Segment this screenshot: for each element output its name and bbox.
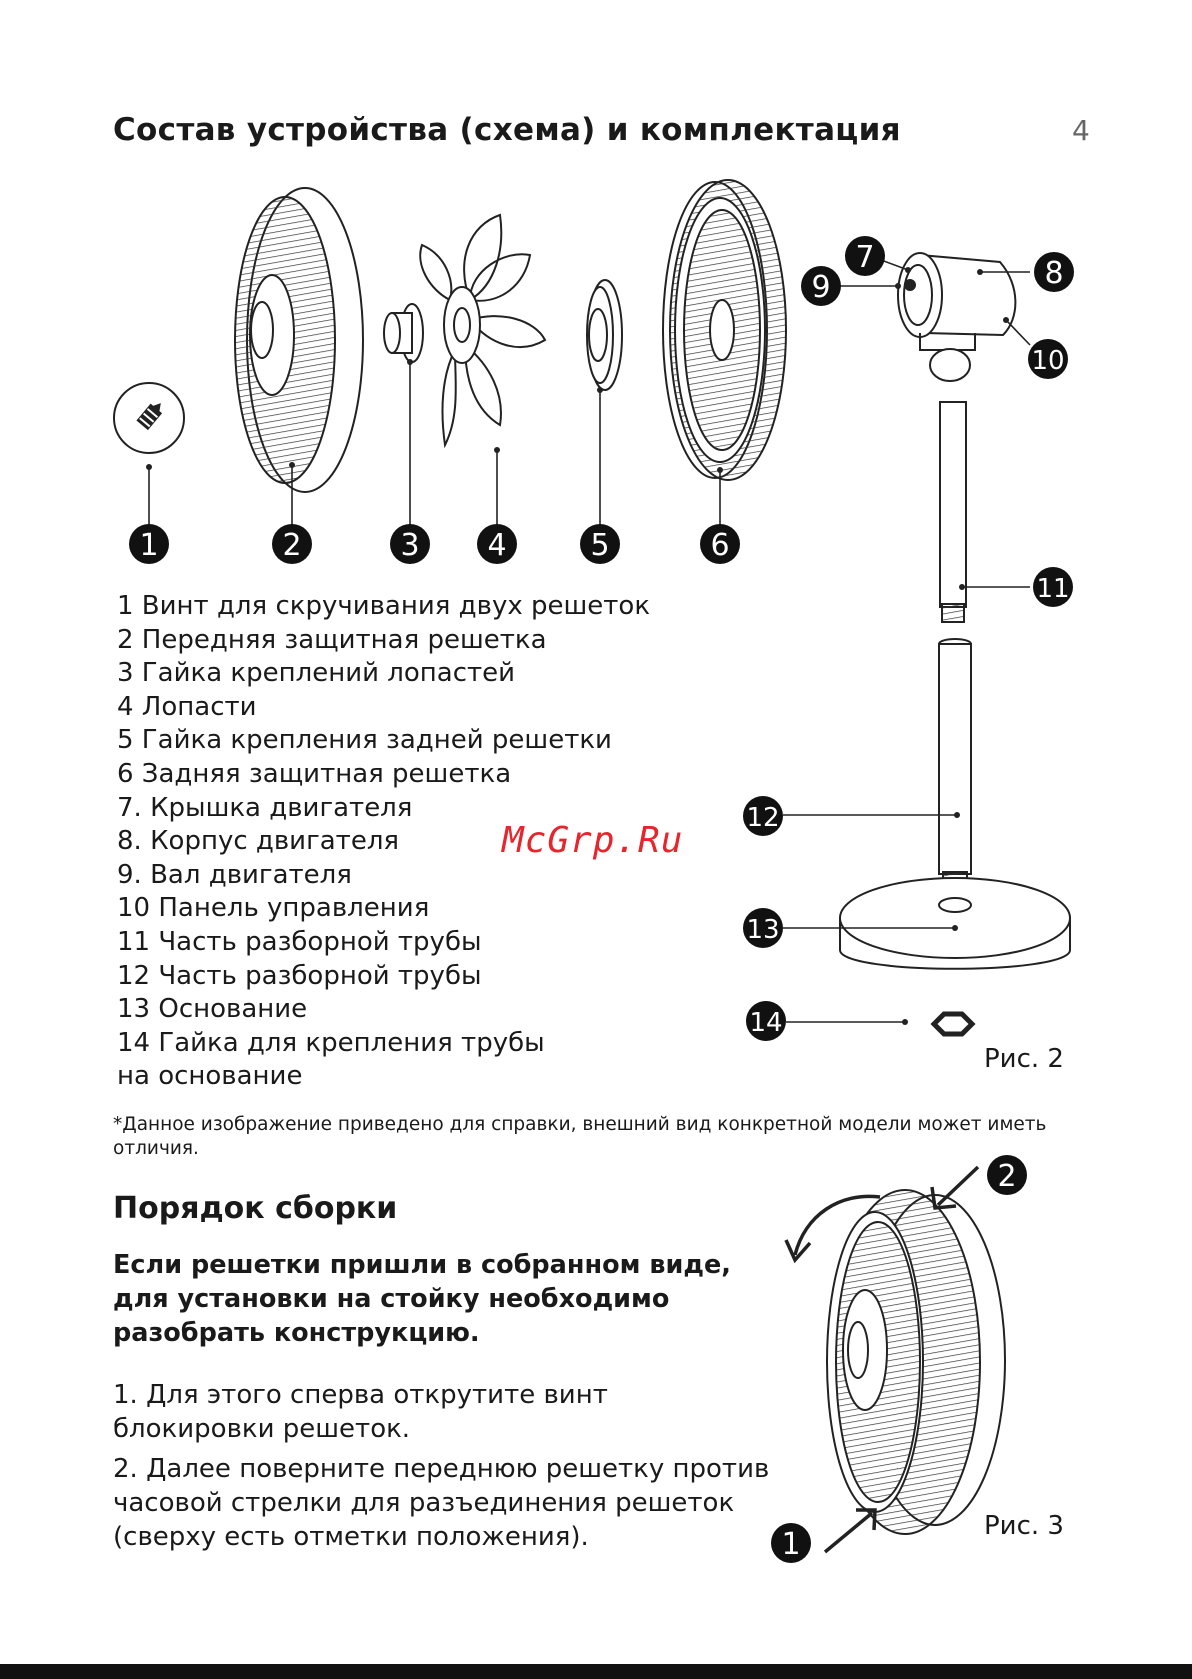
callout-6: 6 [700, 524, 740, 564]
svg-text:1: 1 [139, 528, 158, 563]
callout-10: 10 [1028, 339, 1068, 379]
svg-text:5: 5 [590, 528, 609, 563]
svg-text:4: 4 [487, 528, 506, 563]
list-item: 8. Корпус двигателя [117, 826, 400, 857]
page-number: 4 [1072, 114, 1090, 147]
base-icon [839, 877, 1071, 970]
callout-12: 12 [743, 796, 783, 836]
rotation-arrows [784, 1165, 980, 1554]
callout-8: 8 [1034, 252, 1074, 292]
motor-housing-icon [897, 252, 1017, 382]
svg-text:10: 10 [1031, 346, 1064, 376]
svg-text:9: 9 [811, 270, 830, 305]
svg-text:7: 7 [855, 240, 874, 275]
svg-text:8: 8 [1044, 256, 1063, 291]
list-item: 11 Часть разборной трубы [117, 926, 482, 957]
callout-badges: 1 2 3 4 5 6 7 8 9 10 11 12 13 14 1 2 [129, 236, 1074, 1563]
disclaimer-note: *Данное изображение приведено для справк… [113, 1114, 1047, 1159]
page-footer-bar [0, 1664, 1192, 1679]
rear-grille-nut-icon [586, 279, 623, 391]
rear-grille-icon [662, 179, 787, 481]
assembled-fan-icon [826, 1189, 1006, 1535]
list-item: 4 Лопасти [117, 691, 257, 722]
callout-3: 3 [390, 524, 430, 564]
list-item: 5 Гайка крепления задней решетки [117, 725, 612, 756]
list-item: 14 Гайка для крепления трубы [117, 1027, 545, 1058]
svg-text:1: 1 [781, 1527, 800, 1562]
svg-text:12: 12 [746, 803, 779, 833]
list-item: 12 Часть разборной трубы [117, 960, 482, 991]
screw-icon [113, 382, 185, 454]
fan-blades-icon [419, 213, 547, 449]
upper-tube-icon [939, 401, 967, 623]
svg-text:11: 11 [1036, 574, 1069, 604]
list-item: 3 Гайка креплений лопастей [117, 658, 516, 689]
svg-text:2: 2 [282, 528, 301, 563]
leader-lines [148, 256, 1031, 1023]
list-item: 1 Винт для скручивания двух решеток [117, 591, 651, 621]
list-item: 9. Вал двигателя [117, 859, 352, 890]
svg-text:3: 3 [400, 528, 419, 563]
svg-text:13: 13 [746, 915, 779, 945]
fig3-callout-1: 1 [771, 1523, 811, 1563]
list-item: 10 Панель управления [117, 893, 430, 924]
page-title: Состав устройства (схема) и комплектация [113, 112, 901, 148]
callout-7: 7 [845, 236, 885, 276]
parts-list: 1 Винт для скручивания двух решеток 2 Пе… [117, 590, 650, 1094]
svg-text:6: 6 [710, 528, 729, 563]
figure-2-caption: Рис. 2 [984, 1044, 1064, 1074]
list-item: 6 Задняя защитная решетка [117, 758, 512, 789]
callout-14: 14 [746, 1001, 786, 1041]
svg-text:14: 14 [749, 1008, 782, 1038]
callout-11: 11 [1033, 567, 1073, 607]
figure-3-caption: Рис. 3 [984, 1511, 1064, 1541]
callout-4: 4 [477, 524, 517, 564]
front-grille-icon [234, 187, 364, 493]
leader-dots [146, 267, 1009, 1025]
assembly-heading: Порядок сборки [113, 1191, 398, 1226]
list-item: на основание [117, 1061, 303, 1092]
blade-nut-icon [383, 303, 424, 363]
watermark: McGrp.Ru [502, 820, 684, 861]
list-item: 7. Крышка двигателя [117, 792, 413, 823]
callout-13: 13 [743, 908, 783, 948]
lower-tube-icon [938, 638, 972, 891]
list-item: 13 Основание [117, 994, 308, 1025]
svg-text:2: 2 [997, 1159, 1016, 1194]
hex-nut-icon [930, 1011, 976, 1037]
callout-5: 5 [580, 524, 620, 564]
list-item: 2 Передняя защитная решетка [117, 624, 547, 655]
assembly-lead: Если решетки пришли в собранном виде, дл… [113, 1250, 731, 1348]
assembly-step-2: 2. Далее поверните переднюю решетку прот… [113, 1454, 770, 1552]
callout-9: 9 [801, 266, 841, 306]
callout-1: 1 [129, 524, 169, 564]
fig3-callout-2: 2 [987, 1155, 1027, 1195]
assembly-step-1: 1. Для этого сперва открутите винт блоки… [113, 1380, 608, 1444]
callout-2: 2 [272, 524, 312, 564]
